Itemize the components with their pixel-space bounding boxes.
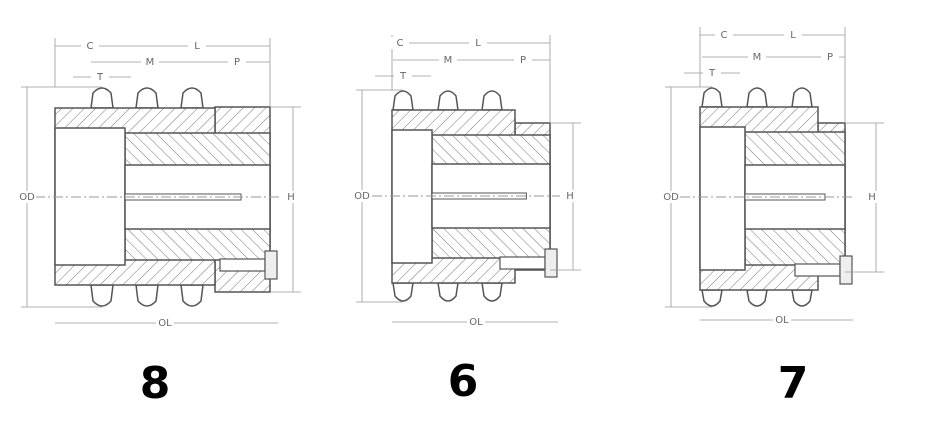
dimension-label-m: M — [444, 55, 453, 66]
dimension-label-c: C — [87, 41, 94, 52]
label-background — [81, 40, 99, 52]
sprocket-tooth — [437, 90, 459, 111]
label-background — [662, 191, 680, 203]
sprocket-diagram-7: C L M P T OD H OL 7 — [662, 27, 884, 409]
label-background — [748, 51, 766, 63]
label-background — [467, 316, 485, 328]
dimension-label-ol: OL — [775, 315, 789, 326]
dimension-label-od: OD — [19, 192, 35, 203]
hex-nut — [544, 248, 558, 278]
diagram-number: 8 — [140, 358, 171, 409]
sprocket-tooth — [746, 87, 768, 108]
label-background — [18, 191, 36, 203]
label-background — [91, 71, 109, 83]
sprocket-tooth — [392, 90, 414, 111]
label-background — [469, 37, 487, 49]
set-screw — [499, 256, 546, 270]
dimension-label-t: T — [708, 68, 716, 79]
dimension-label-m: M — [146, 57, 155, 68]
dimension-label-p: P — [520, 55, 526, 66]
sprocket-tooth — [437, 282, 459, 302]
dimension-label-p: P — [234, 57, 240, 68]
label-background — [863, 191, 881, 203]
diagram-number: 6 — [448, 356, 479, 407]
dimension-label-t: T — [96, 72, 104, 83]
sprocket-tooth — [481, 282, 503, 302]
dimension-label-t: T — [399, 71, 407, 82]
sprocket-tooth — [392, 282, 414, 302]
sprocket-tooth — [701, 87, 723, 108]
sprocket-tooth — [481, 90, 503, 111]
label-background — [715, 29, 733, 41]
diagram-number: 7 — [778, 358, 809, 409]
sprocket-tooth — [180, 284, 204, 307]
label-background — [353, 190, 371, 202]
label-background — [439, 54, 457, 66]
label-background — [394, 70, 412, 82]
dimension-label-od: OD — [663, 192, 679, 203]
set-screw — [794, 263, 841, 277]
label-background — [188, 40, 206, 52]
label-background — [156, 317, 174, 329]
label-background — [561, 190, 579, 202]
dimension-label-l: L — [790, 30, 796, 41]
bore — [699, 126, 746, 271]
dimension-label-m: M — [753, 52, 762, 63]
dimension-label-l: L — [475, 38, 481, 49]
dimension-label-l: L — [194, 41, 200, 52]
dimension-label-h: H — [287, 192, 295, 203]
label-background — [282, 191, 300, 203]
sprocket-tooth — [701, 289, 723, 307]
label-background — [391, 37, 409, 49]
sprocket-diagram-6: C L M P T OD H OL 6 — [353, 35, 581, 407]
sprocket-tooth — [180, 87, 204, 109]
sprocket-diagram-8: C L M P T OD H OL 8 — [18, 38, 301, 409]
label-background — [514, 54, 532, 66]
hex-nut — [839, 255, 853, 285]
set-screw — [219, 258, 266, 272]
dimension-label-p: P — [827, 52, 833, 63]
dimension-label-ol: OL — [158, 318, 172, 329]
dimension-label-c: C — [397, 38, 404, 49]
sprocket-tooth — [135, 87, 159, 109]
label-background — [773, 314, 791, 326]
label-background — [784, 29, 802, 41]
dimension-label-h: H — [566, 191, 574, 202]
hex-nut — [264, 250, 278, 280]
sprocket-tooth — [791, 289, 813, 307]
dimension-label-od: OD — [354, 191, 370, 202]
dimension-label-ol: OL — [469, 317, 483, 328]
dimension-label-c: C — [721, 30, 728, 41]
dimension-label-h: H — [868, 192, 876, 203]
label-background — [228, 56, 246, 68]
sprocket-tooth — [746, 289, 768, 307]
sprocket-tooth — [90, 284, 114, 307]
sprocket-tooth — [135, 284, 159, 307]
label-background — [141, 56, 159, 68]
label-background — [821, 51, 839, 63]
sprocket-tooth — [90, 87, 114, 109]
label-background — [703, 67, 721, 79]
sprocket-tooth — [791, 87, 813, 108]
